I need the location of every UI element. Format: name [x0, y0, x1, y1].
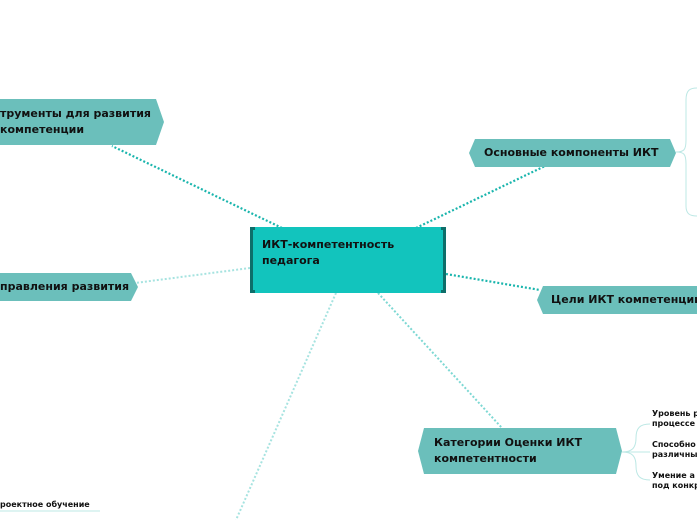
node-goals-shape: [537, 286, 697, 314]
node-categories-line-1: Категории Оценки ИКТ: [434, 436, 582, 449]
node-components-line-1: Основные компоненты ИКТ: [484, 146, 659, 159]
node-categories-shape: [418, 428, 622, 474]
categories-branch-3: [621, 451, 651, 481]
link-tools: [111, 145, 283, 229]
node-tools-line-2: компетенции: [0, 123, 85, 136]
node-directions-shape: [0, 273, 138, 301]
node-tools-label: трументы для развития компетенции: [0, 106, 154, 138]
node-tools[interactable]: трументы для развития компетенции: [0, 99, 164, 145]
link-components: [415, 165, 546, 229]
link-bottom: [235, 292, 337, 520]
node-goals-line-1: Цели ИКТ компетенции: [551, 293, 697, 306]
link-categories: [377, 292, 503, 429]
categories-branch-1: [621, 423, 651, 453]
components-branch: [675, 87, 697, 153]
link-directions: [134, 267, 251, 284]
center-line-2: педагога: [262, 254, 320, 267]
node-components-label: Основные компоненты ИКТ: [484, 145, 666, 161]
center-node[interactable]: ИКТ-компетентность педагога: [250, 227, 446, 293]
node-directions-label: правления развития: [0, 279, 130, 295]
leaf-category-3-line-1: Умение а: [652, 471, 695, 480]
node-tools-shape: [0, 99, 164, 145]
node-categories[interactable]: Категории Оценки ИКТ компетентности: [418, 428, 622, 474]
components-branch-2: [675, 151, 697, 217]
center-bracket-left: [250, 227, 255, 293]
node-tools-line-1: трументы для развития: [0, 107, 151, 120]
leaf-project[interactable]: роектное обучение: [0, 500, 90, 510]
node-components[interactable]: Основные компоненты ИКТ: [469, 139, 676, 167]
leaf-category-2-line-1: Способно: [652, 440, 696, 449]
leaf-category-3-line-2: под конкр: [652, 481, 697, 490]
node-directions-line-1: правления развития: [0, 280, 130, 293]
leaf-project-line-1: роектное обучение: [0, 500, 90, 509]
node-components-shape: [469, 139, 676, 167]
leaf-category-1-line-1: Уровень р: [652, 409, 697, 418]
leaf-category-2[interactable]: Способно различны: [652, 440, 697, 460]
node-categories-line-2: компетентности: [434, 452, 537, 465]
center-node-label: ИКТ-компетентность педагога: [262, 237, 394, 269]
leaf-category-3[interactable]: Умение а под конкр: [652, 471, 697, 491]
leaf-category-1-line-2: процессе: [652, 419, 696, 428]
node-goals[interactable]: Цели ИКТ компетенции: [537, 286, 697, 314]
node-directions[interactable]: правления развития: [0, 273, 138, 301]
link-goals: [445, 272, 541, 292]
leaf-category-2-line-2: различны: [652, 450, 697, 459]
center-line-1: ИКТ-компетентность: [262, 238, 395, 251]
leaf-category-1[interactable]: Уровень р процессе: [652, 409, 697, 429]
center-bracket-right: [441, 227, 446, 293]
node-goals-label: Цели ИКТ компетенции: [551, 292, 697, 308]
node-categories-label: Категории Оценки ИКТ компетентности: [434, 435, 612, 467]
